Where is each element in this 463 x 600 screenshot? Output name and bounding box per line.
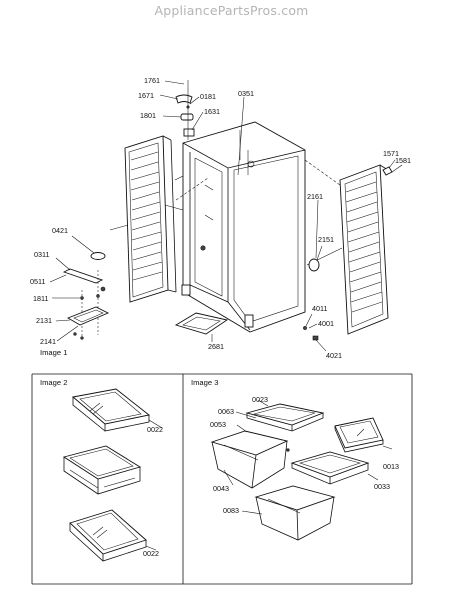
label-4021: 4021 — [326, 351, 342, 360]
fresh-food-door — [339, 159, 403, 335]
image3-leaders — [223, 399, 290, 486]
watermark: AppliancePartsPros.com — [154, 3, 309, 18]
cabinet-assembly — [159, 80, 306, 333]
label-0511: 0511 — [30, 277, 45, 286]
crisper-drawer-lower — [241, 485, 336, 541]
part-labels: 1761 1671 0181 0351 1801 1631 1571 1581 … — [30, 76, 411, 558]
label-0351: 0351 — [238, 89, 254, 98]
label-1631: 1631 — [204, 107, 220, 116]
label-0421: 0421 — [52, 226, 68, 235]
caption-image2: Image 2 — [40, 378, 67, 387]
label-2141: 2141 — [40, 337, 56, 346]
label-0043: 0043 — [213, 484, 229, 493]
label-0022-top: 0022 — [147, 425, 163, 434]
label-4011: 4011 — [312, 304, 327, 313]
label-1811: 1811 — [33, 294, 48, 303]
shelf-glass-top — [71, 388, 163, 432]
crisper-drawer-upper — [210, 424, 289, 489]
label-0083: 0083 — [223, 506, 239, 515]
label-0311: 0311 — [34, 250, 49, 259]
label-2161: 2161 — [307, 192, 323, 201]
label-1801: 1801 — [140, 111, 156, 120]
label-0013: 0013 — [383, 462, 399, 471]
freezer-door — [124, 135, 177, 303]
crisper-cover-lower — [290, 451, 379, 485]
label-1571: 1571 — [383, 149, 399, 158]
label-1581: 1581 — [395, 156, 411, 165]
label-0033: 0033 — [374, 482, 390, 491]
shelf-glass-bottom — [69, 509, 157, 562]
label-0022-bottom: 0022 — [143, 549, 159, 558]
label-0181: 0181 — [200, 92, 216, 101]
label-4001: 4001 — [318, 319, 334, 328]
label-2131: 2131 — [36, 316, 52, 325]
label-0063: 0063 — [218, 407, 234, 416]
label-0023: 0023 — [252, 395, 268, 404]
crisper-glass-right — [334, 417, 393, 453]
crisper-cover-upper — [245, 403, 325, 432]
small-parts-image1 — [49, 199, 327, 352]
label-2151: 2151 — [318, 235, 334, 244]
panel-frame — [31, 373, 413, 585]
caption-image3: Image 3 — [191, 378, 218, 387]
label-1761: 1761 — [144, 76, 160, 85]
label-0053: 0053 — [210, 420, 226, 429]
shelf-drawer-middle — [62, 445, 142, 495]
label-1671: 1671 — [138, 91, 154, 100]
caption-image1: Image 1 — [40, 348, 67, 357]
label-2681: 2681 — [208, 342, 224, 351]
